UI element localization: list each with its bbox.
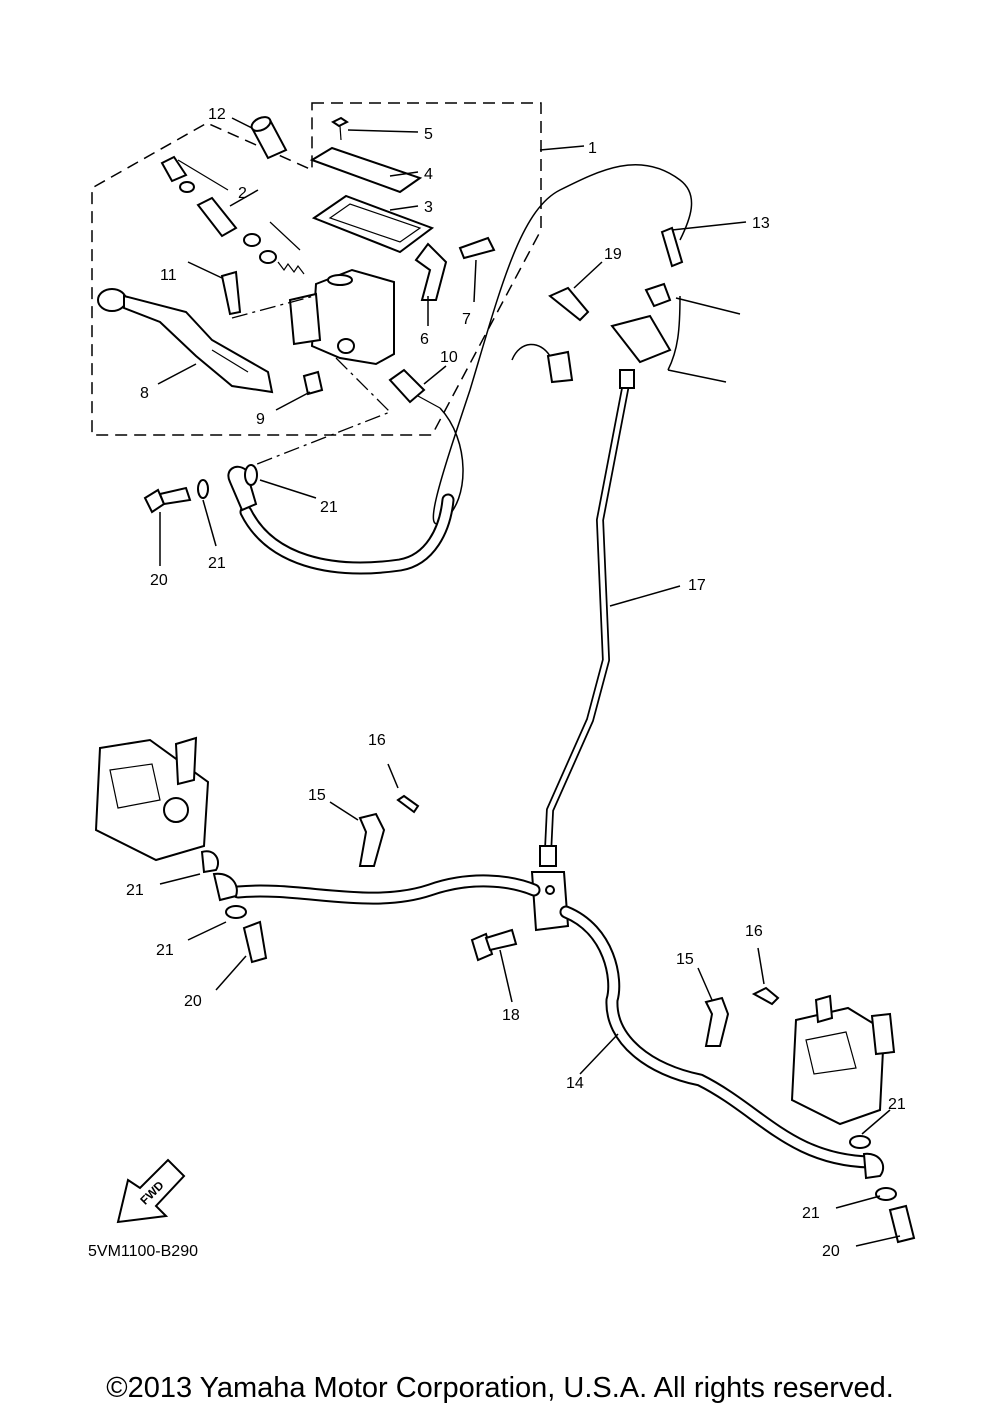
brake-lever-part <box>97 288 324 396</box>
callout-1: 1 <box>588 140 597 157</box>
copyright-notice: ©2013 Yamaha Motor Corporation, U.S.A. A… <box>106 1372 894 1404</box>
callout-4: 4 <box>424 166 433 183</box>
callout-21-upper-b: 21 <box>208 555 226 572</box>
callout-16-left: 16 <box>368 732 386 749</box>
callout-20-right: 20 <box>822 1243 840 1260</box>
callout-9: 9 <box>256 411 265 428</box>
callout-10: 10 <box>440 349 458 366</box>
callout-21-left-a: 21 <box>126 882 144 899</box>
callout-19: 19 <box>604 246 622 263</box>
brake-switch-part <box>388 368 441 409</box>
right-caliper <box>790 994 916 1244</box>
cap-part <box>250 116 288 160</box>
upper-brake-hose <box>227 465 455 575</box>
callout-21-right-b: 21 <box>802 1205 820 1222</box>
clamps-and-bolts <box>358 794 780 1047</box>
callout-21-right-a: 21 <box>888 1096 906 1113</box>
callout-21-upper-a: 21 <box>320 499 338 516</box>
handlebar-area <box>548 226 741 383</box>
switch-connector <box>511 343 574 384</box>
callout-7: 7 <box>462 311 471 328</box>
right-brake-hose <box>559 905 877 1169</box>
diagram-code: 5VM1100-B290 <box>88 1243 198 1260</box>
callout-12: 12 <box>208 106 226 123</box>
master-cylinder-body <box>288 268 395 366</box>
callout-17: 17 <box>688 577 706 594</box>
fwd-arrow-icon: FWD <box>116 1158 186 1224</box>
piston-kit-part <box>160 155 305 275</box>
callouts: 1 2 3 4 5 6 7 8 9 10 11 12 13 14 15 15 1… <box>126 106 906 1260</box>
joint-block <box>470 871 570 962</box>
callout-5: 5 <box>424 126 433 143</box>
callout-20-upper: 20 <box>150 572 168 589</box>
left-caliper <box>94 736 268 964</box>
callout-15-right: 15 <box>676 951 694 968</box>
callout-8: 8 <box>140 385 149 402</box>
reservoir-cover-parts <box>309 116 435 254</box>
callout-2: 2 <box>238 185 247 202</box>
brake-pipe <box>539 369 635 867</box>
callout-11: 11 <box>160 267 177 284</box>
holder-bracket-part <box>220 236 496 316</box>
callout-18: 18 <box>502 1007 520 1024</box>
callout-14: 14 <box>566 1075 584 1092</box>
upper-banjo-bolt-set <box>143 464 258 514</box>
callout-20-left: 20 <box>184 993 202 1010</box>
callout-6: 6 <box>420 331 429 348</box>
assembly-outline <box>91 102 542 436</box>
left-brake-hose <box>231 874 541 905</box>
leader-lines <box>157 117 901 1247</box>
callout-13: 13 <box>752 215 770 232</box>
callout-16-right: 16 <box>745 923 763 940</box>
callout-3: 3 <box>424 199 433 216</box>
callout-15-left: 15 <box>308 787 326 804</box>
callout-21-left-b: 21 <box>156 942 174 959</box>
